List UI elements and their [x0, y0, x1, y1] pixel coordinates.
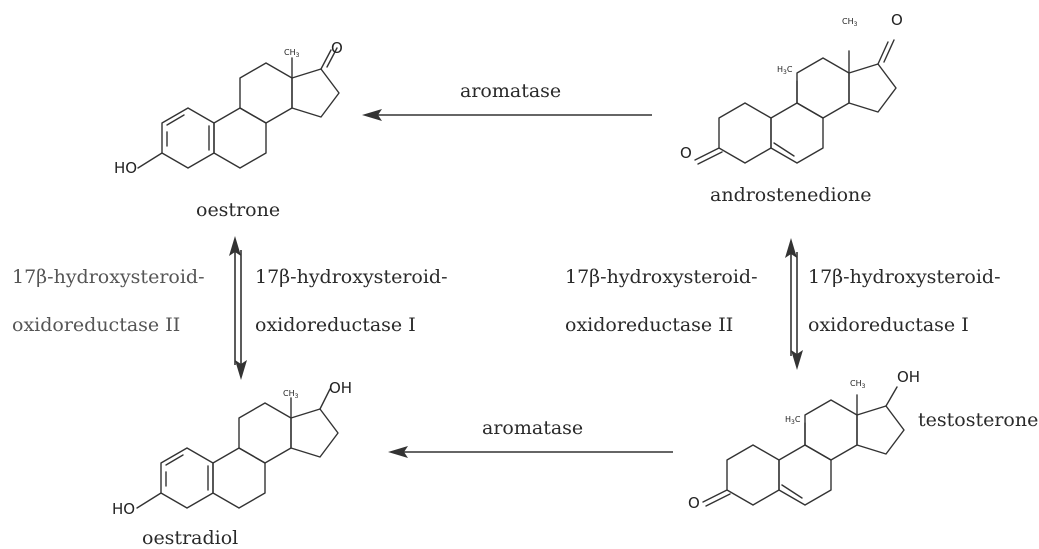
left-forward-enzyme-line1: 17β-hydroxysteroid-	[255, 266, 448, 288]
left-forward-enzyme-line2: oxidoreductase I	[255, 314, 416, 336]
oestrone-oxygen-label: O	[331, 39, 343, 57]
androstenedione-oxygen-ketone: O	[680, 144, 692, 162]
oestradiol-name: oestradiol	[142, 527, 238, 549]
oestradiol-oh-label: OH	[329, 379, 352, 397]
androstenedione-name: androstenedione	[710, 184, 872, 206]
left-reverse-enzyme-line2: oxidoreductase II	[12, 314, 180, 336]
testosterone-structure	[702, 386, 905, 507]
testosterone-oxygen-ketone: O	[688, 494, 700, 512]
testosterone-methyl-left: H3C	[785, 415, 801, 426]
right-equilibrium-arrows	[785, 238, 803, 370]
right-forward-enzyme-line1: 17β-hydroxysteroid-	[808, 266, 1001, 288]
oestrone-structure	[137, 47, 340, 169]
androstenedione-methyl-left: H3C	[777, 65, 793, 76]
oestradiol-ho-label: HO	[112, 500, 135, 518]
testosterone-name: testosterone	[918, 409, 1038, 431]
left-equilibrium-arrows	[229, 236, 247, 380]
left-reverse-enzyme-line1: 17β-hydroxysteroid-	[12, 266, 205, 288]
right-reverse-enzyme-line2: oxidoreductase II	[565, 314, 733, 336]
right-forward-enzyme-line2: oxidoreductase I	[808, 314, 969, 336]
androstenedione-oxygen-top: O	[891, 11, 903, 29]
bottom-aromatase-label: aromatase	[482, 417, 583, 439]
top-aromatase-label: aromatase	[460, 80, 561, 102]
oestradiol-methyl-label: CH3	[283, 389, 299, 400]
bottom-aromatase-arrow	[388, 446, 673, 458]
oestrone-methyl-label: CH3	[284, 48, 300, 59]
testosterone-oh-label: OH	[897, 368, 920, 386]
top-aromatase-arrow	[362, 109, 652, 121]
oestrone-ho-label: HO	[114, 159, 137, 177]
testosterone-methyl-top: CH3	[850, 379, 866, 390]
oestrone-name: oestrone	[196, 199, 280, 221]
right-reverse-enzyme-line1: 17β-hydroxysteroid-	[565, 266, 758, 288]
oestradiol-structure	[136, 388, 339, 509]
androstenedione-methyl-top: CH3	[842, 17, 858, 28]
androstenedione-structure	[694, 39, 897, 165]
